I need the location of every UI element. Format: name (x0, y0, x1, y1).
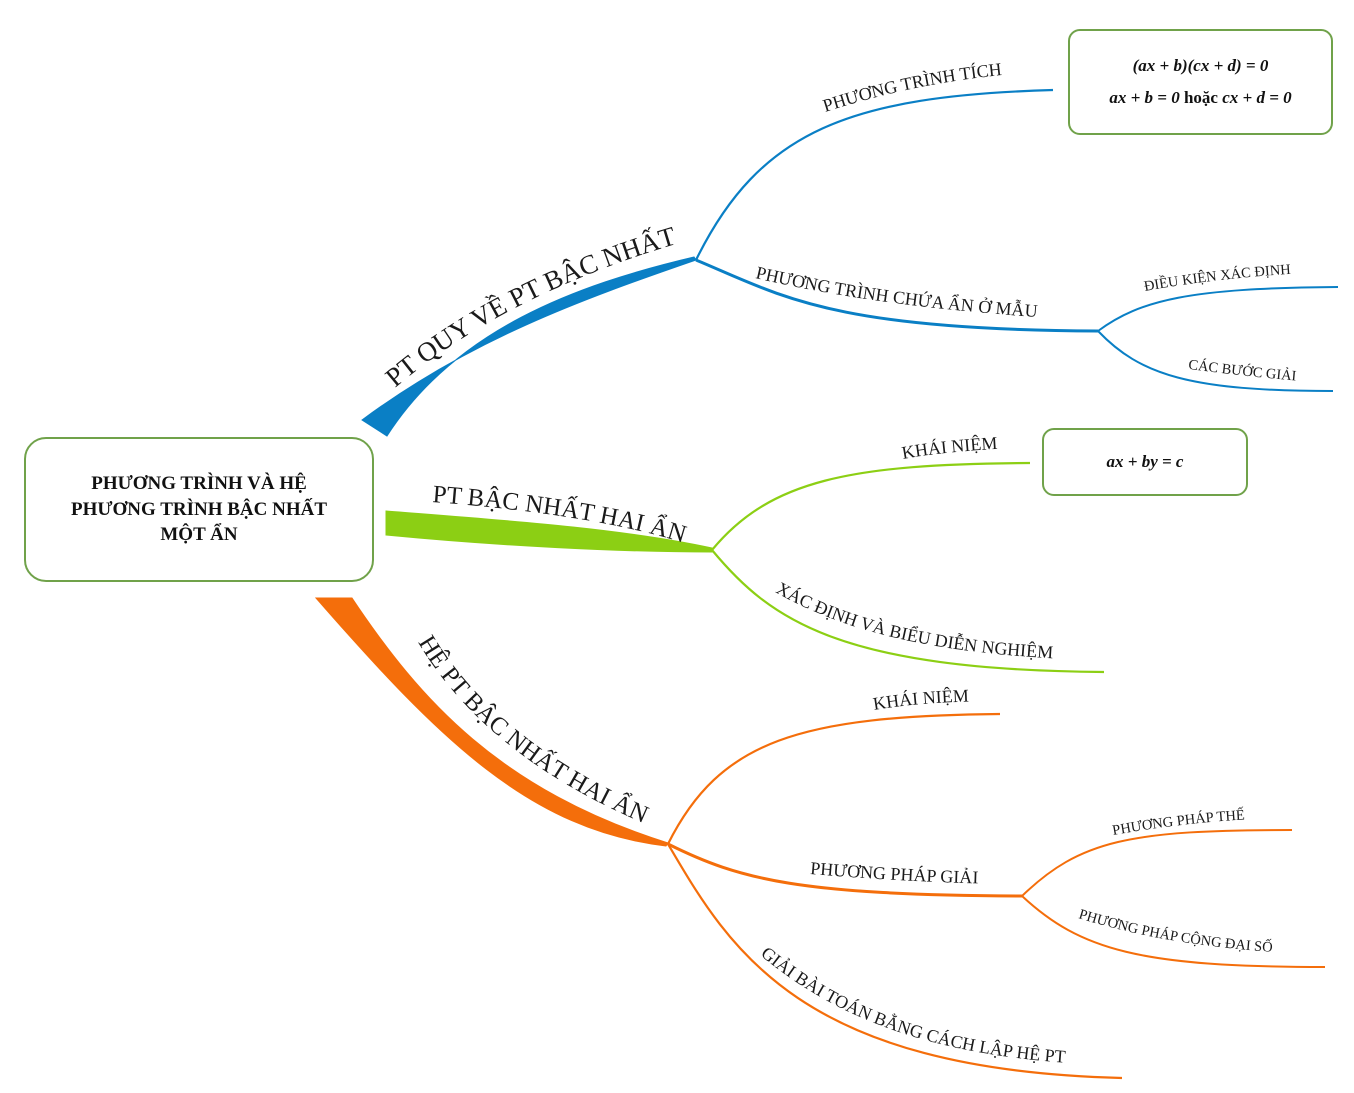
branch-1-connector (361, 256, 697, 437)
branch-2-child-2-line (711, 549, 1105, 674)
branch-3-child-2-line (667, 842, 1023, 898)
branch-2-connector (385, 510, 713, 553)
formula-linear-two-var: ax + by = c (1106, 452, 1184, 471)
branch-3-grandchild-2-line (1021, 895, 1326, 968)
branch-3-grandchild-1-line (1021, 829, 1293, 897)
formula-box-linear-two-var[interactable]: ax + by = c (1042, 428, 1248, 496)
branch-2-child-2-label[interactable]: XÁC ĐỊNH VÀ BIỂU DIỄN NGHIỆM (773, 578, 1054, 662)
branch-1-child-2-line (695, 258, 1099, 333)
branch-3-child-2-label[interactable]: PHƯƠNG PHÁP GIẢI (810, 858, 979, 887)
branch-1-grandchild-1-label[interactable]: ĐIỀU KIỆN XÁC ĐỊNH (1143, 262, 1292, 295)
branch-1-child-1-line (695, 88, 1054, 261)
branch-1-grandchild-2-label[interactable]: CÁC BƯỚC GIẢI (1188, 357, 1298, 384)
branch-1-child-2-label[interactable]: PHƯƠNG TRÌNH CHỨA ẨN Ở MẪU (754, 262, 1038, 321)
branch-3-child-3-line (667, 843, 1123, 1080)
branch-1-label[interactable]: PT QUY VỀ PT BẬC NHẤT (380, 220, 680, 392)
branch-3-child-3-label[interactable]: GIẢI BÀI TOÁN BẰNG CÁCH LẬP HỆ PT (757, 943, 1066, 1067)
central-topic-box[interactable]: PHƯƠNG TRÌNH VÀ HỆ PHƯƠNG TRÌNH BẬC NHẤT… (24, 437, 374, 582)
formula-product-right: cx + d = 0 (1222, 88, 1292, 107)
branch-3-connector (314, 597, 669, 847)
branch-2-child-1-line (711, 461, 1031, 551)
branch-2-child-1-label[interactable]: KHÁI NIỆM (900, 433, 998, 463)
branch-1-grandchild-2-line (1097, 330, 1334, 392)
formula-box-product-equation[interactable]: (ax + b)(cx + d) = 0 ax + b = 0 hoặc cx … (1068, 29, 1333, 135)
formula-hoac-word: hoặc (1183, 88, 1218, 107)
branch-3-child-1-line (667, 712, 1001, 845)
formula-product-cases: ax + b = 0 hoặc cx + d = 0 (1109, 88, 1291, 108)
branch-3-child-1-label[interactable]: KHÁI NIỆM (872, 685, 970, 714)
branch-3-grandchild-2-label[interactable]: PHƯƠNG PHÁP CỘNG ĐẠI SỐ (1077, 907, 1273, 956)
formula-product-left: ax + b = 0 (1109, 88, 1180, 107)
branch-1-child-1-label[interactable]: PHƯƠNG TRÌNH TÍCH (820, 59, 1002, 116)
branch-1-grandchild-1-line (1097, 286, 1339, 332)
central-topic-label: PHƯƠNG TRÌNH VÀ HỆ PHƯƠNG TRÌNH BẬC NHẤT… (71, 473, 327, 546)
formula-product-equation: (ax + b)(cx + d) = 0 (1132, 56, 1269, 75)
